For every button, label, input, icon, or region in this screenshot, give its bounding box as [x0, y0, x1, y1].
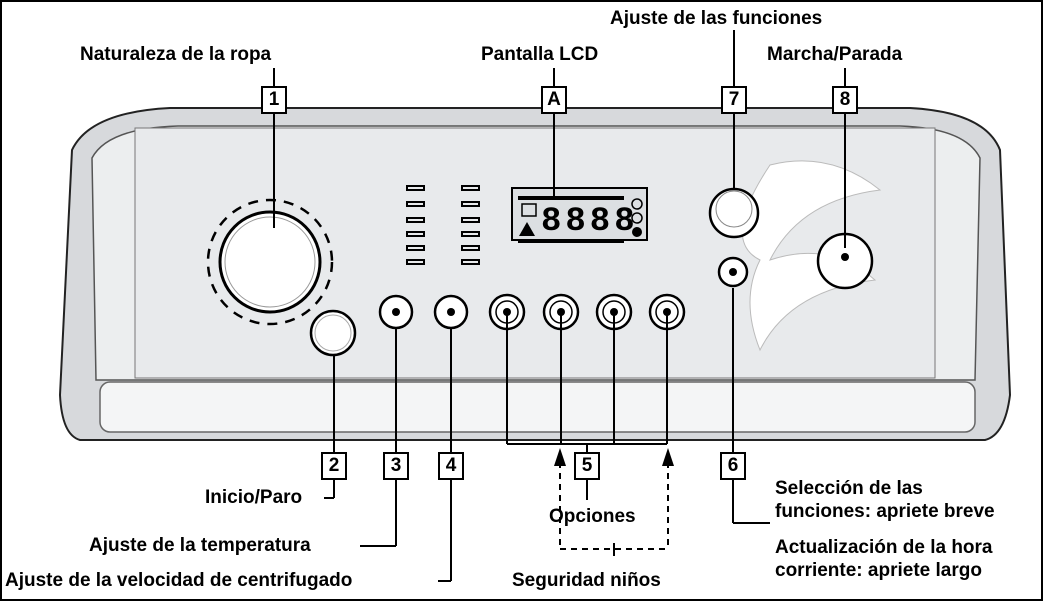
label-function-select-1: Selección de las [775, 478, 923, 499]
label-child-lock: Seguridad niños [512, 570, 661, 591]
callout-2-box: 2 [321, 452, 347, 480]
callout-3-box: 3 [383, 452, 409, 480]
label-options: Opciones [549, 506, 636, 527]
child-lock-bracket [559, 462, 669, 550]
leader-lines [273, 30, 846, 582]
washer-panel [58, 107, 1012, 441]
label-lcd-screen: Pantalla LCD [481, 44, 599, 65]
label-clock-set-1: Actualización de la hora [775, 537, 993, 558]
warning-icon [519, 222, 535, 236]
label-temperature: Ajuste de la temperatura [89, 535, 311, 556]
callout-6-box: 6 [720, 452, 746, 480]
temperature-button[interactable] [378, 294, 414, 330]
spin-level-bars [461, 185, 480, 265]
temperature-level-bars [406, 185, 425, 265]
label-on-off: Marcha/Parada [767, 44, 903, 65]
delay-icon [631, 212, 643, 224]
label-laundry-type: Naturaleza de la ropa [80, 44, 272, 65]
clock-icon [631, 198, 643, 210]
label-start-stop: Inicio/Paro [205, 487, 303, 508]
end-icon [632, 227, 642, 237]
label-function-adjust: Ajuste de las funciones [610, 8, 823, 29]
callout-a-box: A [541, 86, 567, 114]
label-clock-set-2: corriente: apriete largo [775, 560, 982, 581]
function-select-button[interactable] [717, 256, 749, 288]
label-function-select-2: funciones: apriete breve [775, 501, 995, 522]
label-spin-speed: Ajuste de la velocidad de centrifugado [5, 570, 353, 591]
arrow-right [662, 448, 674, 466]
lock-icon [521, 203, 537, 217]
callout-4-box: 4 [438, 452, 464, 480]
program-indicator-ring [206, 198, 334, 326]
lcd-digits: 8888 [541, 203, 639, 241]
callout-5-box: 5 [574, 452, 600, 480]
decorative-swoosh [741, 160, 882, 352]
lcd-display [511, 187, 648, 243]
callout-1-box: 1 [261, 86, 287, 114]
arrow-left [554, 448, 566, 466]
program-selector-knob[interactable] [206, 198, 334, 326]
spin-speed-button[interactable] [433, 294, 469, 330]
start-pause-button[interactable] [309, 309, 357, 357]
callout-8-box: 8 [832, 86, 858, 114]
callout-7-box: 7 [721, 86, 747, 114]
function-adjust-button[interactable] [708, 187, 760, 239]
